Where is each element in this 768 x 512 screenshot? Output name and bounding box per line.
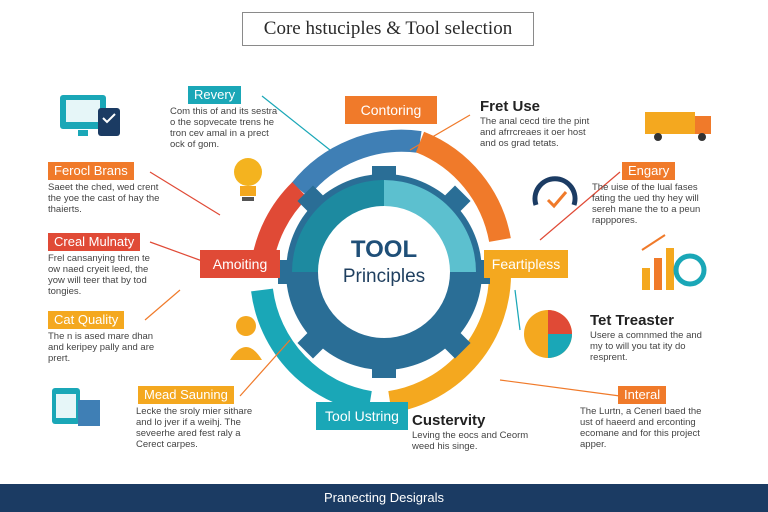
monitor-icon: [60, 95, 120, 136]
ring-tag-right: Feartipless: [484, 250, 568, 278]
label-mead-sauning: Mead Sauning: [138, 386, 234, 404]
ring-arc-teal: [251, 288, 373, 413]
person-icon: [230, 316, 262, 360]
gauge-icon: [532, 176, 578, 209]
connector-line: [261, 95, 331, 151]
heading-fret-use: Fret Use: [480, 98, 541, 115]
connector-line: [149, 171, 221, 216]
growth-chart-icon: [641, 234, 707, 290]
truck-icon: [645, 112, 711, 141]
center-subtitle: Principles: [342, 266, 426, 287]
ring-tag-bottom: Tool Ustring: [316, 402, 408, 430]
heading-tet-treaster: Tet Treaster: [590, 312, 674, 329]
label-engary: Engary: [622, 162, 676, 180]
ring-arc-orange: [415, 131, 511, 243]
connector-line: [499, 379, 621, 397]
connector-line: [409, 114, 471, 151]
label-ferocl-brans: Ferocl Brans: [48, 162, 134, 180]
label-revery: Revery: [188, 86, 242, 104]
ring-tag-left: Amoiting: [200, 250, 280, 278]
ring-tag-top: Contoring: [345, 96, 437, 124]
heading-custervity: Custervity: [412, 412, 486, 429]
gear-icon: [278, 166, 490, 378]
footer-bar: Pranecting Desigrals: [0, 484, 768, 512]
pie-chart-icon: [524, 310, 572, 358]
connector-line: [539, 171, 621, 241]
connector-line: [239, 339, 291, 397]
ring-arc-yellow: [388, 269, 512, 413]
label-creal-mulnaty: Creal Mulnaty: [48, 233, 141, 251]
connector-line: [514, 289, 521, 331]
center-title: TOOL: [350, 236, 418, 263]
connector-line: [149, 241, 206, 263]
tablet-icon: [52, 388, 100, 426]
label-interal: Interal: [618, 386, 667, 404]
ring-arc-blue: [291, 129, 422, 198]
label-cat-quality: Cat Quality: [48, 311, 125, 329]
diagram-title: Core hstuciples & Tool selection: [242, 12, 534, 46]
connector-line: [144, 289, 181, 321]
lightbulb-icon: [234, 158, 262, 201]
